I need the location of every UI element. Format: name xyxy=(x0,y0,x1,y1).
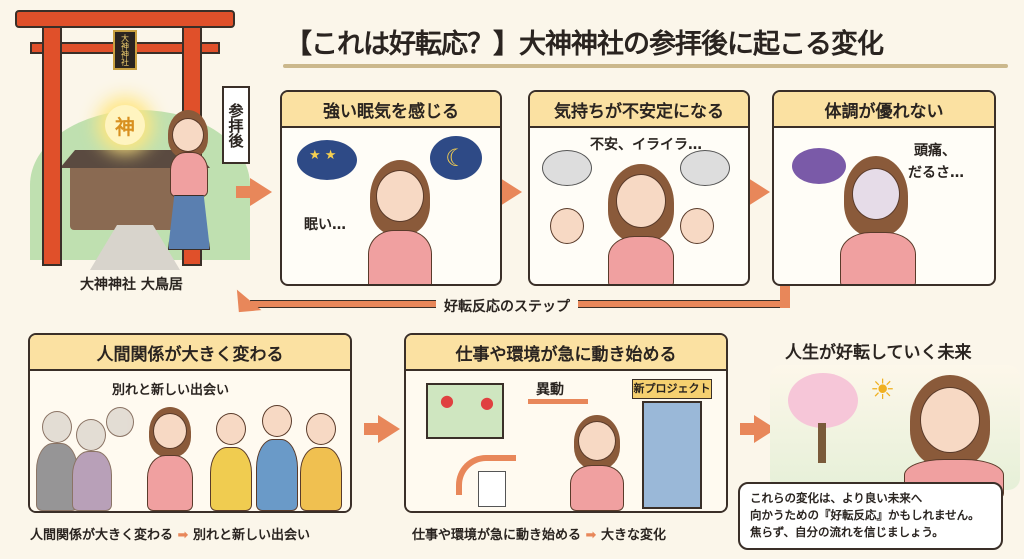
after-visit-label: 参拝後 xyxy=(222,86,250,164)
storm-cloud-icon xyxy=(542,150,592,186)
caption-left: 仕事や環境が急に動き始める xyxy=(412,528,582,543)
panel-title: 体調が優れない xyxy=(774,92,994,128)
torii-plaque: 大神神社 xyxy=(113,30,137,70)
panel-relationships: 人間関係が大きく変わる 別れと新しい出会い xyxy=(28,333,352,513)
panel-sleepiness: 強い眠気を感じる ★ ★ ☾ 眠い… xyxy=(280,90,502,286)
arrow-right-icon xyxy=(486,178,522,206)
arrow-right-icon xyxy=(236,178,272,206)
future-title: 人生が好転していく未来 xyxy=(785,343,972,363)
message-line: 焦らず、自分の流れを信じましょう。 xyxy=(750,525,944,539)
storm-cloud-icon xyxy=(680,150,730,186)
moon-icon: ☾ xyxy=(430,136,482,180)
anxiety-text: 不安、イライラ… xyxy=(590,137,702,153)
document-icon xyxy=(478,471,506,507)
arrow-right-icon xyxy=(734,178,770,206)
woman-praying xyxy=(160,110,220,260)
torii-pillar-left xyxy=(42,26,62,266)
office-building xyxy=(642,401,702,509)
woman-center xyxy=(145,407,195,511)
woman-pointing xyxy=(566,415,630,511)
shrine-illustration: 大神神社 神 xyxy=(10,0,270,270)
sleepy-text: 眠い… xyxy=(304,217,346,233)
future-illustration: ☀ xyxy=(770,365,1020,499)
new-project-sign: 新プロジェクト xyxy=(632,379,712,399)
future-message-bubble: これらの変化は、より良い未来へ 向かうための『好転反応』かもしれません。 焦らず… xyxy=(738,482,1003,550)
map-icon: ●● xyxy=(426,383,504,439)
woman-headache xyxy=(834,156,924,284)
angry-face xyxy=(680,208,714,244)
arrow-right-icon: ➡ xyxy=(585,528,597,543)
shrine-caption: 大神神社 大鳥居 xyxy=(80,277,183,293)
caption-work: 仕事や環境が急に動き始める ➡ 大きな変化 xyxy=(412,524,666,543)
panel-title: 人間関係が大きく変わる xyxy=(30,335,350,371)
sad-face xyxy=(550,208,584,244)
night-cloud-icon: ★ ★ xyxy=(297,140,357,180)
woman-worried xyxy=(602,164,682,284)
step-label: 好転反応のステップ xyxy=(436,296,578,316)
panel-work-changes: 仕事や環境が急に動き始める ●● 異動 新プロジェクト xyxy=(404,333,728,513)
arrow-down-left-icon xyxy=(226,289,262,323)
message-line: 向かうための『好転反応』かもしれません。 xyxy=(750,508,980,522)
cycle-arrow xyxy=(456,455,516,495)
step-arrow-corner xyxy=(780,286,790,308)
panel-title: 気持ちが不安定になる xyxy=(530,92,748,128)
woman-yawning xyxy=(362,160,442,284)
panel-emotional-instability: 気持ちが不安定になる 不安、イライラ… xyxy=(528,90,750,286)
headache-text: 頭痛、 だるさ… xyxy=(908,140,964,184)
arrow-right-icon xyxy=(364,415,400,443)
caption-right: 大きな変化 xyxy=(600,528,666,543)
woman-smiling xyxy=(900,375,1010,499)
sun-icon: ☀ xyxy=(870,373,896,406)
fatigue-line: だるさ… xyxy=(908,165,964,181)
transfer-arrow xyxy=(528,399,588,404)
page-title: 【これは好転応？】大神神社の参拝後に起こる変化 xyxy=(285,29,884,60)
panel-poor-health: 体調が優れない 頭痛、 だるさ… xyxy=(772,90,996,286)
relationship-text: 別れと新しい出会い xyxy=(112,383,230,398)
arrow-right-icon: ➡ xyxy=(177,528,189,543)
panel-title: 仕事や環境が急に動き始める xyxy=(406,335,726,371)
torii-kasagi xyxy=(15,10,235,28)
people-leaving xyxy=(36,401,136,511)
new-friends xyxy=(210,401,350,511)
gloom-cloud-icon xyxy=(792,148,846,184)
transfer-label: 異動 xyxy=(536,382,564,398)
caption-left: 人間関係が大きく変わる xyxy=(30,528,174,543)
caption-relationships: 人間関係が大きく変わる ➡ 別れと新しい出会い xyxy=(30,524,310,543)
tree-trunk xyxy=(818,423,826,463)
divine-emblem: 神 xyxy=(105,105,145,145)
panel-title: 強い眠気を感じる xyxy=(282,92,500,128)
message-line: これらの変化は、より良い未来へ xyxy=(750,491,923,505)
cherry-tree xyxy=(788,373,858,428)
title-divider xyxy=(283,64,1008,68)
caption-right: 別れと新しい出会い xyxy=(192,528,310,543)
headache-line: 頭痛、 xyxy=(914,143,956,159)
